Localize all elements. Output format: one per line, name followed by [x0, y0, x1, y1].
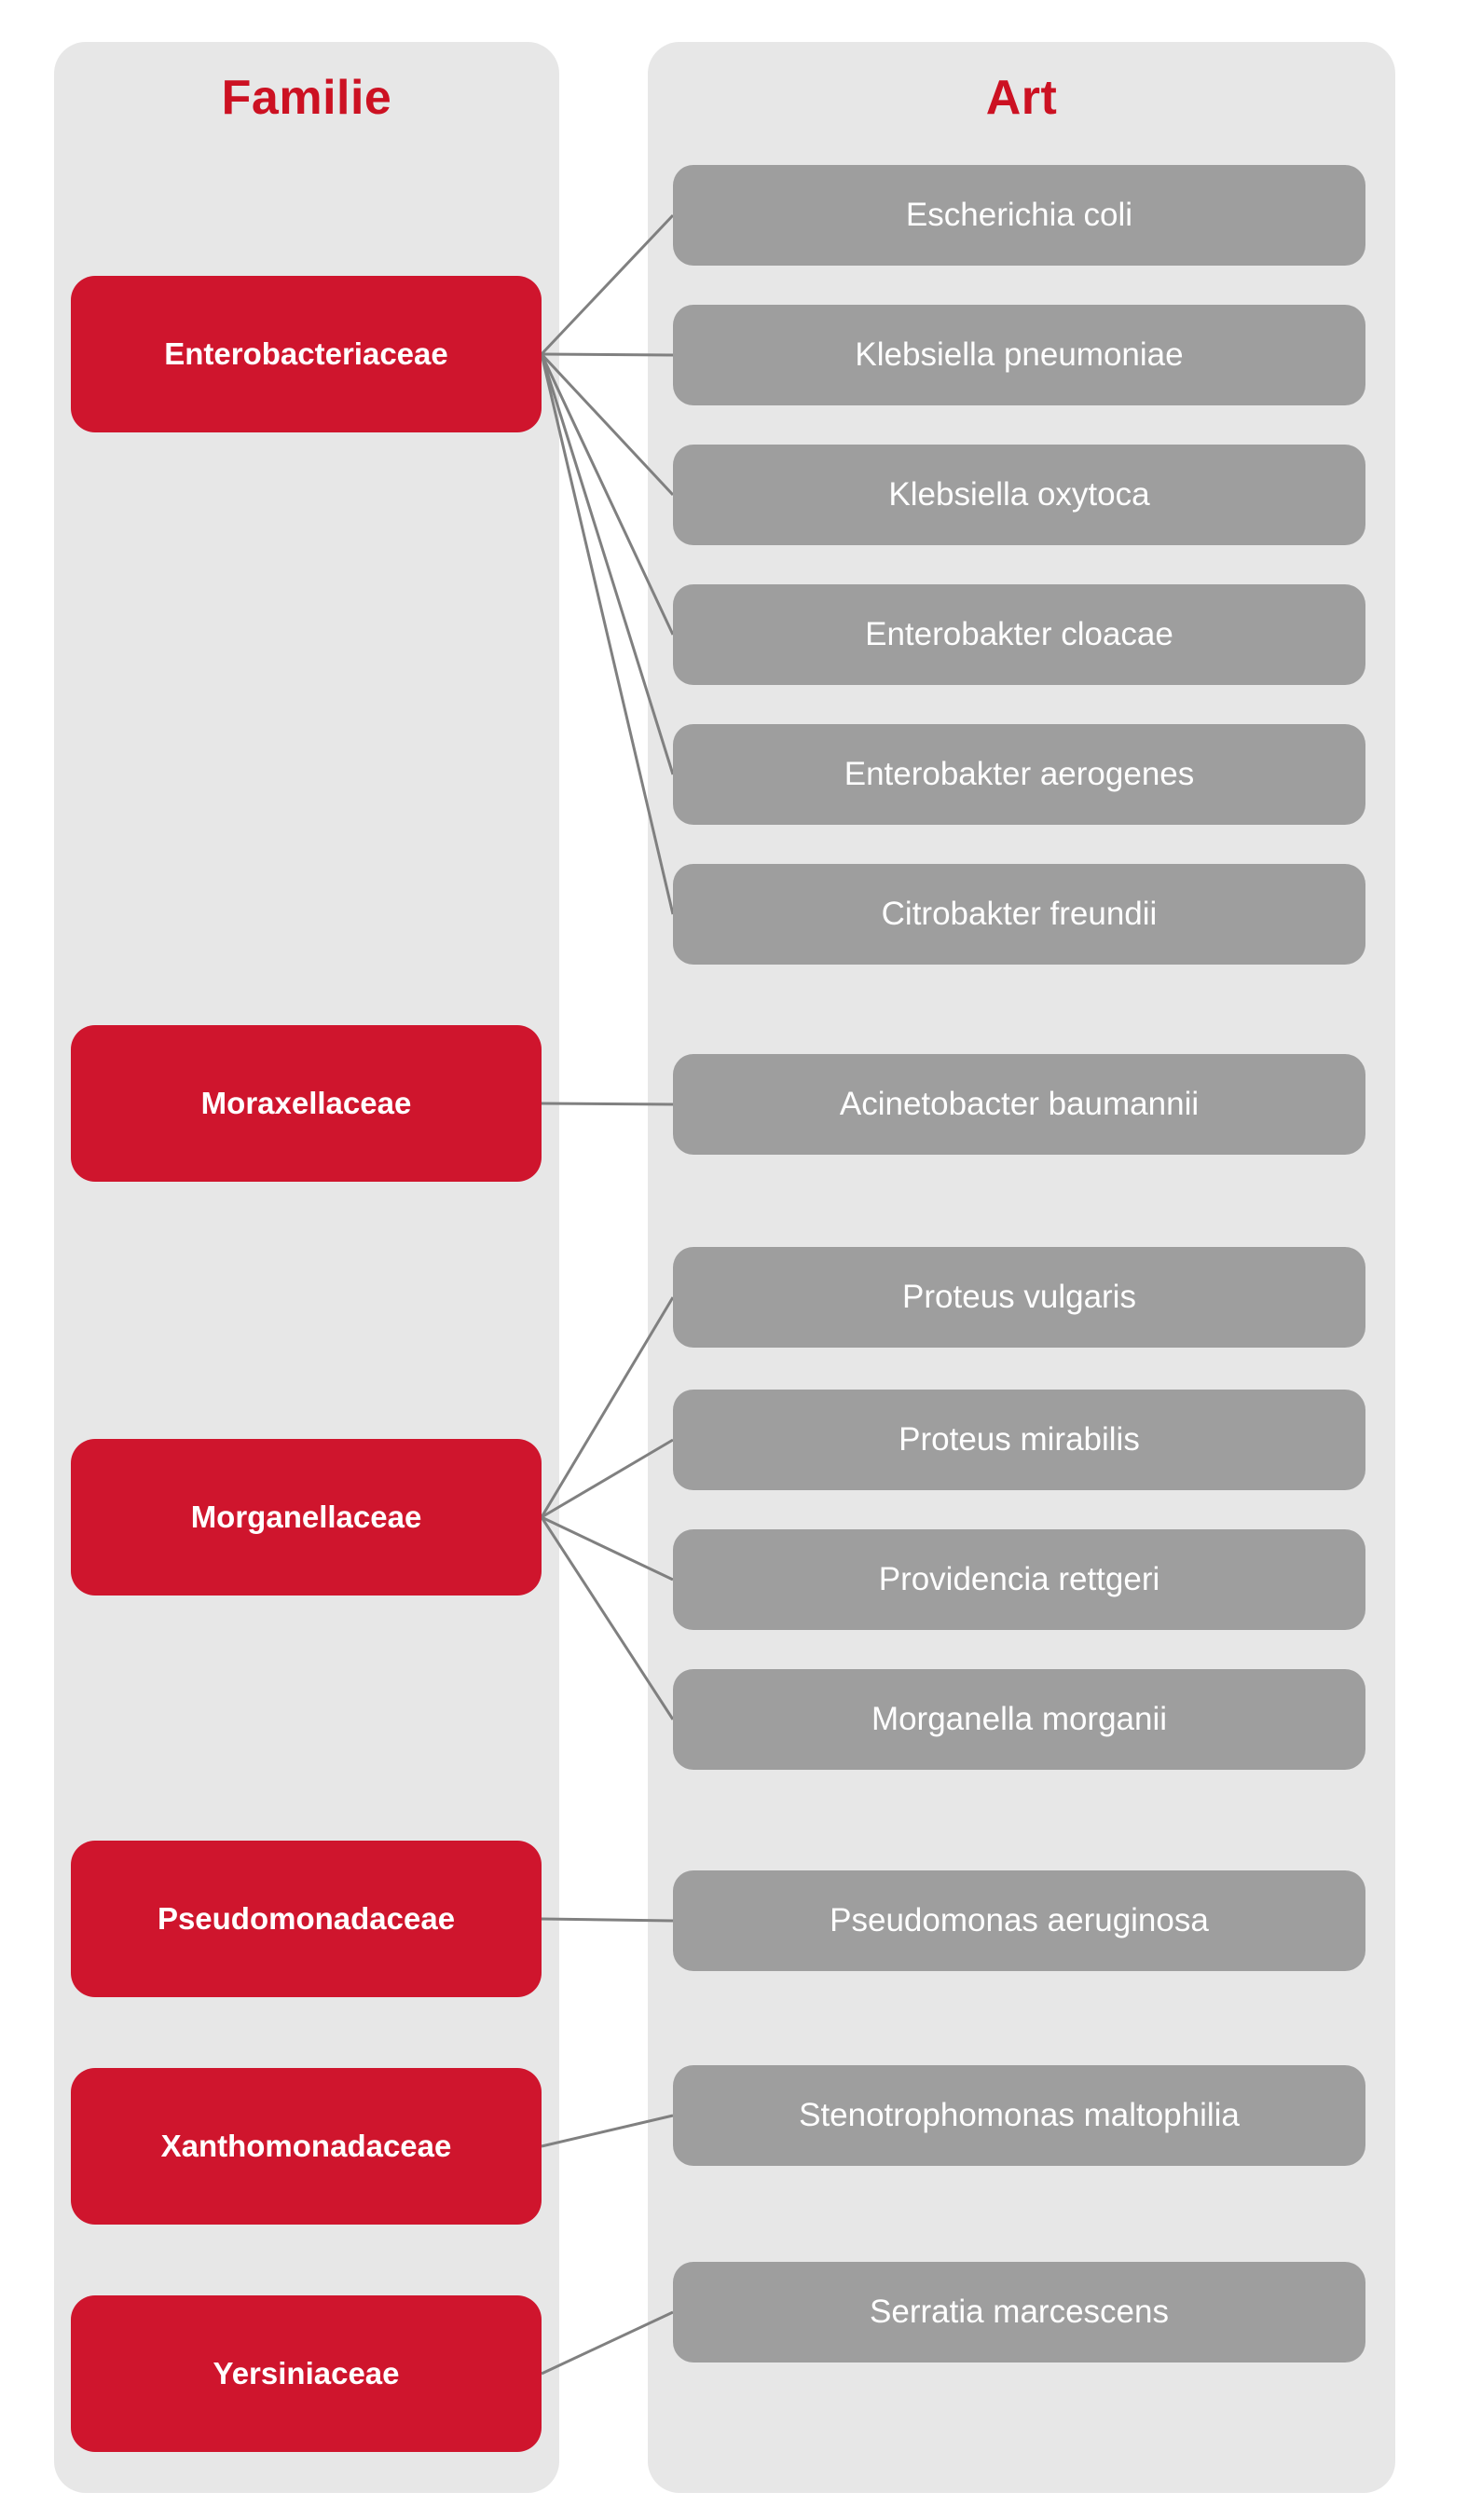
species-node-klebsiella-oxytoca[interactable]: Klebsiella oxytoca — [673, 445, 1365, 545]
family-node-moraxellaceae[interactable]: Moraxellaceae — [71, 1025, 542, 1182]
species-node-escherichia-coli[interactable]: Escherichia coli — [673, 165, 1365, 266]
species-node-citrobakter-freundii[interactable]: Citrobakter freundii — [673, 864, 1365, 965]
family-node-xanthomonadaceae[interactable]: Xanthomonadaceae — [71, 2068, 542, 2225]
family-node-label: Morganellaceae — [190, 1499, 422, 1534]
species-node-serratia-marcescens[interactable]: Serratia marcescens — [673, 2262, 1365, 2362]
family-column-title: Familie — [221, 71, 392, 125]
species-node-label: Proteus mirabilis — [899, 1420, 1140, 1458]
species-node-stenotrophomonas-maltophilia[interactable]: Stenotrophomonas maltophilia — [673, 2065, 1365, 2166]
species-node-label: Citrobakter freundii — [881, 895, 1158, 932]
species-node-providencia-rettgeri[interactable]: Providencia rettgeri — [673, 1529, 1365, 1630]
family-node-label: Enterobacteriaceae — [164, 336, 448, 371]
species-node-label: Morganella morganii — [871, 1700, 1168, 1737]
species-node-label: Klebsiella oxytoca — [888, 475, 1150, 513]
family-node-label: Xanthomonadaceae — [160, 2128, 452, 2163]
species-node-acinetobacter-baumannii[interactable]: Acinetobacter baumannii — [673, 1054, 1365, 1155]
species-node-label: Providencia rettgeri — [878, 1560, 1160, 1597]
family-node-label: Moraxellaceae — [200, 1085, 412, 1120]
species-node-enterobakter-aerogenes[interactable]: Enterobakter aerogenes — [673, 724, 1365, 825]
species-node-enterobakter-cloacae[interactable]: Enterobakter cloacae — [673, 584, 1365, 685]
species-node-proteus-vulgaris[interactable]: Proteus vulgaris — [673, 1247, 1365, 1348]
species-node-label: Serratia marcescens — [870, 2293, 1169, 2330]
family-node-enterobacteriaceae[interactable]: Enterobacteriaceae — [71, 276, 542, 432]
species-node-proteus-mirabilis[interactable]: Proteus mirabilis — [673, 1390, 1365, 1490]
family-node-morganellaceae[interactable]: Morganellaceae — [71, 1439, 542, 1596]
species-node-klebsiella-pneumoniae[interactable]: Klebsiella pneumoniae — [673, 305, 1365, 405]
species-node-label: Enterobakter cloacae — [865, 615, 1173, 652]
species-node-label: Enterobakter aerogenes — [844, 755, 1195, 792]
species-node-label: Stenotrophomonas maltophilia — [799, 2096, 1240, 2133]
family-node-pseudomonadaceae[interactable]: Pseudomonadaceae — [71, 1841, 542, 1997]
species-node-label: Proteus vulgaris — [902, 1278, 1136, 1315]
species-node-pseudomonas-aeruginosa[interactable]: Pseudomonas aeruginosa — [673, 1870, 1365, 1971]
family-node-label: Pseudomonadaceae — [157, 1900, 456, 1936]
species-node-morganella-morganii[interactable]: Morganella morganii — [673, 1669, 1365, 1770]
family-node-yersiniaceae[interactable]: Yersiniaceae — [71, 2295, 542, 2452]
species-node-label: Escherichia coli — [905, 196, 1133, 233]
species-node-label: Acinetobacter baumannii — [839, 1085, 1200, 1122]
species-node-label: Pseudomonas aeruginosa — [830, 1901, 1209, 1938]
species-column-title: Art — [985, 71, 1058, 125]
family-node-label: Yersiniaceae — [213, 2355, 400, 2390]
species-node-label: Klebsiella pneumoniae — [855, 336, 1184, 373]
